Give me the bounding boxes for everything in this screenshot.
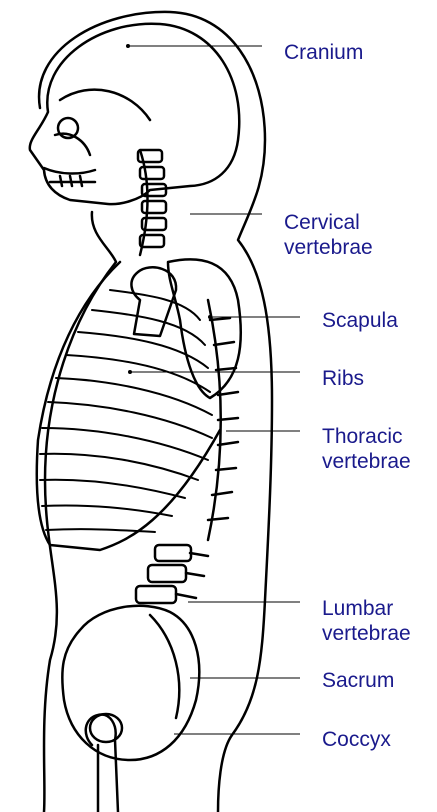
label-cervical-line1: Cervical [284,210,373,235]
front-body-outline [44,212,116,812]
label-thoracic-vertebrae: Thoracic vertebrae [322,424,411,474]
label-lumbar-vertebrae: Lumbar vertebrae [322,596,411,646]
lumbar-vertebrae [136,545,208,603]
label-thoracic-line1: Thoracic [322,424,411,449]
label-cranium-text: Cranium [284,40,363,65]
label-ribs: Ribs [322,366,364,391]
label-cervical-line2: vertebrae [284,235,373,260]
label-cervical-vertebrae: Cervical vertebrae [284,210,373,260]
label-ribs-text: Ribs [322,366,364,391]
thoracic-vertebrae [208,300,238,540]
label-lumbar-line2: vertebrae [322,621,411,646]
label-scapula: Scapula [322,308,398,333]
label-scapula-text: Scapula [322,308,398,333]
ribs [40,290,212,532]
label-cranium: Cranium [284,40,363,65]
body-outline [39,12,272,812]
label-lumbar-line1: Lumbar [322,596,411,621]
label-coccyx: Coccyx [322,727,391,752]
label-thoracic-line2: vertebrae [322,449,411,474]
label-sacrum: Sacrum [322,668,394,693]
label-coccyx-text: Coccyx [322,727,391,752]
scapula [168,259,241,398]
label-sacrum-text: Sacrum [322,668,394,693]
cervical-vertebrae [138,150,166,255]
